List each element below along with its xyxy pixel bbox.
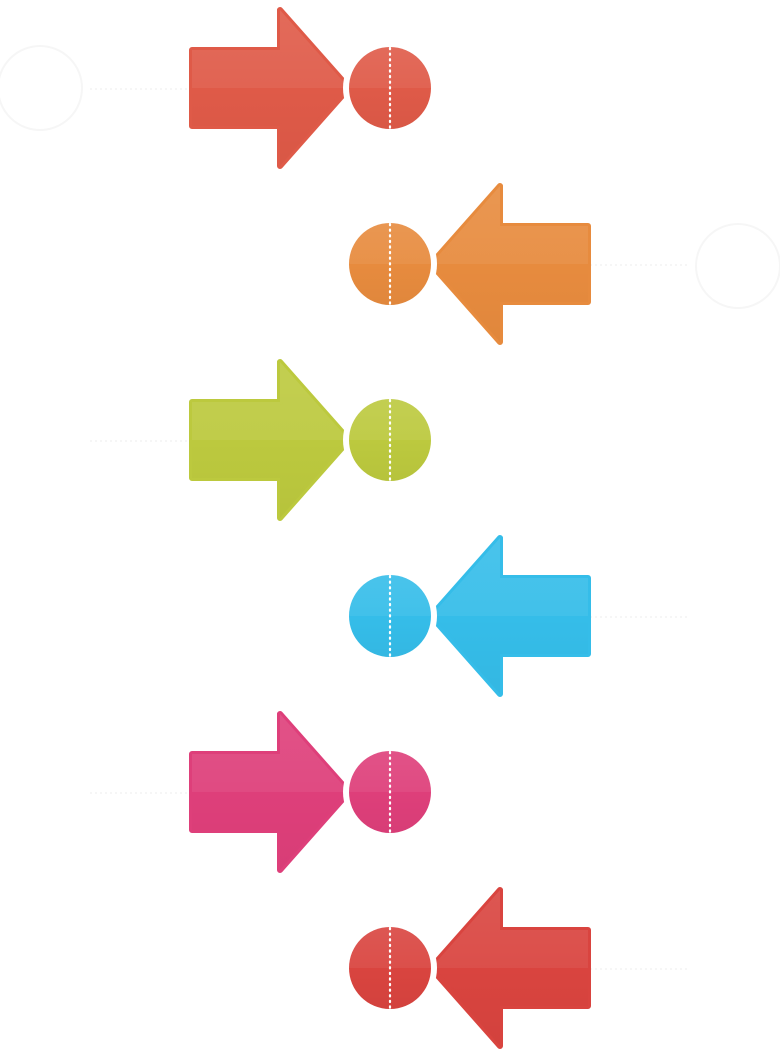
guide-lines [0, 45, 780, 309]
step-2-group: 致图网 [263, 183, 690, 345]
watermark-text: 致图网 [479, 409, 524, 427]
step-5-group: 致图网 [90, 711, 525, 873]
faint-circle-1 [0, 45, 83, 131]
watermark-text: 致图网 [263, 233, 308, 251]
step-1-group: 致图网 [90, 7, 525, 169]
step-4-arrow-gloss [431, 538, 588, 694]
step-6-arrow-gloss [431, 890, 588, 1046]
step-5-arrow-gloss [192, 714, 349, 870]
faint-circle-2 [695, 223, 780, 309]
watermark-text: 致图网 [479, 761, 524, 779]
step-6-group: 致图网 [263, 887, 690, 1049]
step-3-group: 致图网 [90, 359, 525, 521]
step-1-arrow-gloss [192, 10, 349, 166]
step-3-arrow-gloss [192, 362, 349, 518]
watermark-text: 致图网 [263, 585, 308, 603]
step-2-arrow-gloss [431, 186, 588, 342]
step-4-group: 致图网 [263, 535, 690, 697]
watermark-text: 致图网 [263, 937, 308, 955]
watermark-text: 致图网 [479, 57, 524, 75]
